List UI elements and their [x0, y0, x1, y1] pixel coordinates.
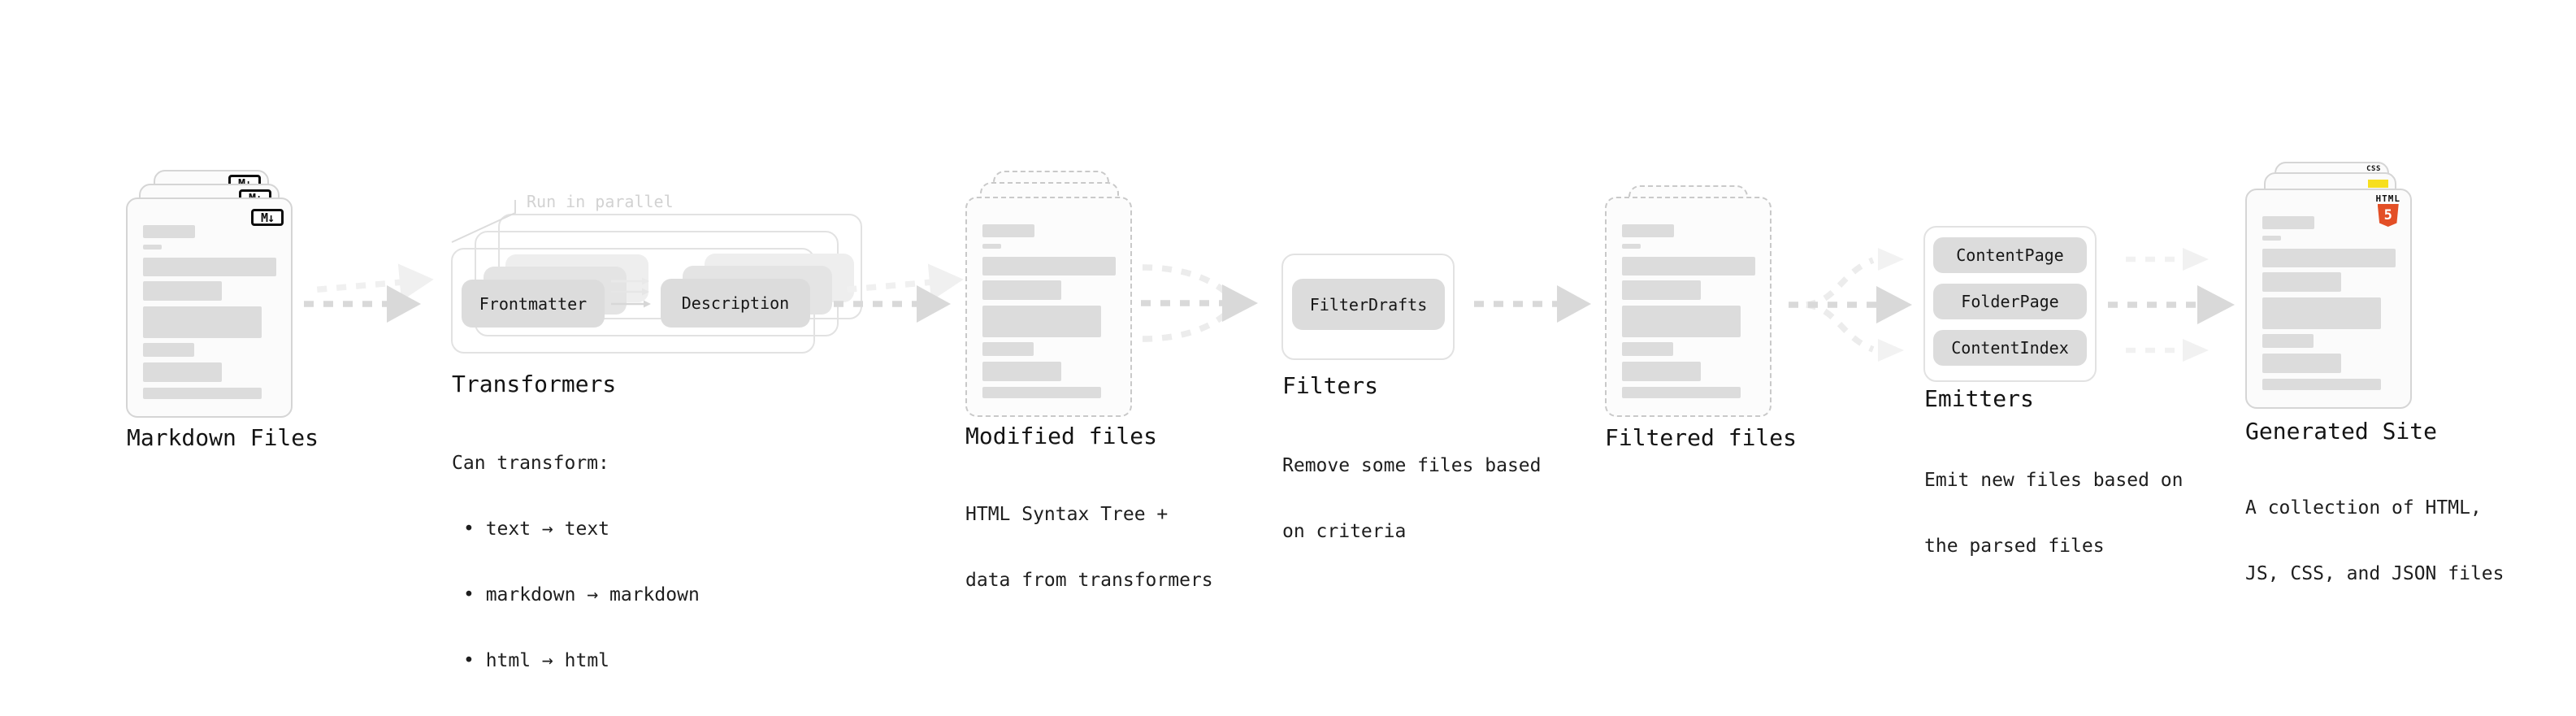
doc-line — [143, 225, 195, 238]
pipeline-diagram: M↓ M↓ M↓ Markdown Files Frontmatter — [126, 162, 2504, 671]
contentpage-chip: ContentPage — [1933, 237, 2087, 273]
doc-line — [143, 306, 262, 338]
transformers-bullet: • html → html — [463, 650, 610, 671]
doc-line — [1622, 280, 1701, 300]
doc-line — [1622, 224, 1674, 237]
transformers-title: Transformers — [452, 371, 617, 397]
contentindex-chip: ContentIndex — [1933, 330, 2087, 366]
doc-line — [982, 342, 1034, 356]
markdown-files-title: Markdown Files — [127, 424, 319, 451]
doc-line — [2262, 297, 2381, 329]
css-label: CSS — [2366, 165, 2381, 173]
transformers-bullet: • markdown → markdown — [463, 584, 700, 605]
doc-line — [982, 244, 1001, 249]
desc-line: JS, CSS, and JSON files — [2245, 563, 2504, 584]
desc-line: A collection of HTML, — [2245, 497, 2482, 519]
emitters-description: Emit new files based on the parsed files — [1924, 426, 2184, 601]
doc-line — [143, 388, 262, 399]
html5-label: HTML — [2375, 193, 2400, 204]
arrow-filters-to-filtered — [1474, 285, 1591, 323]
doc-line — [1622, 244, 1641, 249]
doc-line — [2262, 334, 2314, 348]
desc-line: HTML Syntax Tree + — [965, 504, 1169, 525]
doc-line — [982, 257, 1116, 276]
doc-line — [143, 258, 276, 276]
annotation-leader-line — [451, 200, 516, 243]
arrow-emitters-to-generated — [2108, 248, 2235, 362]
doc-line — [1622, 342, 1673, 356]
filtered-files-title: Filtered files — [1605, 424, 1798, 451]
doc-line — [143, 362, 222, 382]
description-chip: Description — [661, 279, 810, 328]
arrow-markdown-to-transformers — [304, 263, 434, 323]
arrow-filtered-to-emitters — [1789, 248, 1912, 362]
arrow-transformers-to-modified — [834, 263, 964, 323]
html5-number: 5 — [2383, 206, 2392, 223]
desc-line: Emit new files based on — [1924, 470, 2184, 491]
js-icon — [2368, 180, 2388, 188]
desc-line: on criteria — [1282, 521, 1407, 542]
doc-line — [2262, 236, 2281, 241]
modified-file-card — [965, 197, 1132, 417]
frontmatter-chip: Frontmatter — [462, 280, 605, 328]
doc-line — [143, 343, 194, 357]
doc-line — [1622, 257, 1755, 276]
generated-file-card: HTML 5 — [2245, 189, 2412, 409]
doc-line — [143, 281, 222, 301]
transformers-desc-line: Can transform: — [452, 453, 609, 474]
doc-line — [982, 306, 1101, 337]
doc-line — [2262, 249, 2396, 267]
doc-line — [2262, 354, 2341, 373]
markdown-file-card: M↓ — [126, 197, 293, 418]
doc-line — [982, 387, 1101, 398]
html5-icon: HTML 5 — [2376, 194, 2401, 227]
doc-line — [2262, 379, 2381, 390]
transformers-bullet: • text → text — [463, 519, 610, 540]
modified-files-description: HTML Syntax Tree + data from transformer… — [965, 460, 1213, 636]
generated-site-title: Generated Site — [2245, 418, 2438, 445]
doc-line — [2262, 272, 2341, 292]
folderpage-chip: FolderPage — [1933, 284, 2087, 319]
parallel-arrows-icon — [611, 277, 651, 308]
doc-line — [1622, 306, 1741, 337]
doc-line — [143, 245, 162, 250]
filterdrafts-chip: FilterDrafts — [1292, 279, 1445, 330]
generated-site-description: A collection of HTML, JS, CSS, and JSON … — [2245, 453, 2504, 629]
filters-description: Remove some files based on criteria — [1282, 411, 1542, 587]
transformers-description: Can transform: • text → text • markdown … — [452, 409, 700, 716]
desc-line: Remove some files based — [1282, 455, 1542, 476]
filters-title: Filters — [1282, 372, 1379, 399]
doc-line — [2262, 216, 2314, 229]
desc-line: data from transformers — [965, 570, 1213, 591]
doc-line — [982, 224, 1034, 237]
desc-line: the parsed files — [1924, 536, 2105, 557]
modified-files-title: Modified files — [965, 423, 1158, 449]
doc-line — [1622, 362, 1701, 381]
doc-line — [1622, 387, 1741, 398]
doc-line — [982, 280, 1061, 300]
markdown-icon: M↓ — [251, 209, 284, 226]
run-in-parallel-annotation: Run in parallel — [527, 192, 674, 211]
arrow-modified-to-filters — [1141, 264, 1258, 342]
emitters-title: Emitters — [1924, 385, 2034, 412]
doc-line — [982, 362, 1061, 381]
filtered-file-card — [1605, 197, 1772, 417]
